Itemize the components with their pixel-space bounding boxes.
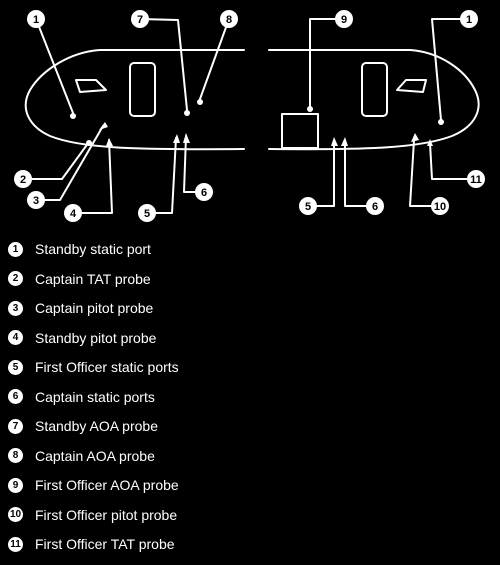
first-officer-aoa-probe-marker: [307, 106, 313, 112]
svg-text:11: 11: [470, 174, 482, 186]
svg-text:1: 1: [466, 14, 472, 26]
captain-aoa-probe-marker: [197, 99, 203, 105]
legend-number-badge: 8: [8, 448, 23, 463]
legend-item: 7 Standby AOA probe: [8, 415, 158, 437]
leader-line-7: [139, 18, 188, 111]
callout-3: 3: [27, 191, 45, 209]
legend-label: Captain pitot probe: [35, 300, 154, 316]
legend-number-badge: 7: [8, 418, 23, 434]
right-fuselage-outline: [268, 49, 480, 151]
legend-number-badge: 5: [8, 359, 23, 375]
legend-label: Captain static ports: [35, 388, 155, 405]
leader-line-9: [309, 18, 345, 109]
left-cockpit-window: [75, 79, 107, 93]
svg-text:5: 5: [305, 201, 311, 213]
legend-label: Standby pitot probe: [35, 329, 157, 346]
first-officer-static-port-marker-left: [173, 134, 180, 143]
legend-number-badge: 11: [8, 536, 23, 552]
legend-item: 3 Captain pitot probe: [8, 297, 153, 319]
legend-number-badge: 4: [8, 330, 23, 345]
legend-number-badge: 10: [8, 507, 23, 522]
callout-5-right: 5: [299, 197, 317, 215]
legend-number-badge: 1: [8, 241, 23, 257]
right-cabin-door: [361, 62, 388, 117]
legend-label: Standby AOA probe: [35, 418, 158, 434]
first-officer-static-port-marker-right: [331, 137, 338, 146]
svg-text:4: 4: [70, 208, 77, 220]
leader-line-4: [72, 139, 113, 214]
legend-item: 6 Captain static ports: [8, 386, 155, 408]
callout-8: 8: [220, 10, 238, 28]
left-cabin-door: [129, 62, 156, 117]
callout-1-left: 1: [27, 10, 45, 28]
leader-line-6-right: [344, 140, 376, 207]
leader-line-11: [429, 142, 477, 180]
legend-label: First Officer static ports: [35, 359, 179, 375]
svg-text:6: 6: [201, 187, 207, 199]
leader-line-8: [199, 18, 230, 100]
legend-item: 1 Standby static port: [8, 238, 151, 260]
legend-number-badge: 3: [8, 300, 23, 316]
leader-line-1-left: [35, 18, 74, 114]
svg-text:1: 1: [33, 14, 39, 26]
svg-text:9: 9: [341, 14, 347, 26]
legend-label: First Officer pitot probe: [35, 506, 178, 523]
callout-1-right: 1: [460, 10, 478, 28]
svg-text:2: 2: [20, 174, 26, 186]
legend-number-badge: 6: [8, 389, 23, 404]
aircraft-probe-diagram: 1 7 8 2 3 4 5 6 9 1 11 5: [14, 10, 485, 222]
callout-5-left: 5: [138, 204, 156, 222]
legend-number-badge: 9: [8, 477, 23, 493]
legend-label: Captain TAT probe: [35, 270, 151, 287]
right-cockpit-window: [396, 79, 427, 93]
legend-label: Captain AOA probe: [35, 447, 155, 464]
legend-label: First Officer TAT probe: [35, 536, 175, 552]
first-officer-pitot-probe-marker: [411, 133, 419, 142]
callout-11: 11: [467, 170, 485, 188]
leader-line-3: [35, 125, 104, 201]
svg-text:10: 10: [434, 201, 446, 213]
legend-item: 9 First Officer AOA probe: [8, 474, 179, 496]
standby-pitot-probe-marker: [106, 138, 113, 146]
svg-text:7: 7: [137, 14, 143, 26]
callout-6-right: 6: [366, 197, 384, 215]
legend-label: Standby static port: [35, 241, 151, 257]
captain-pitot-probe-marker: [99, 122, 108, 130]
legend-item: 4 Standby pitot probe: [8, 327, 156, 349]
legend-item: 2 Captain TAT probe: [8, 268, 151, 290]
svg-text:3: 3: [33, 195, 39, 207]
standby-aoa-probe-marker: [184, 110, 190, 116]
legend-item: 5 First Officer static ports: [8, 356, 179, 378]
callout-6-left: 6: [195, 183, 213, 201]
callout-10: 10: [431, 197, 449, 215]
callout-2: 2: [14, 170, 32, 188]
captain-tat-probe-marker: [86, 140, 92, 146]
callout-4: 4: [64, 204, 82, 222]
leader-line-1-right: [431, 18, 470, 121]
legend-item: 11 First Officer TAT probe: [8, 533, 175, 555]
leader-line-10: [409, 139, 441, 207]
standby-static-port-marker-left: [70, 113, 76, 119]
leader-line-5-right: [307, 140, 335, 207]
legend-label: First Officer AOA probe: [35, 477, 179, 493]
svg-text:5: 5: [144, 208, 150, 220]
captain-static-port-marker-right: [341, 137, 348, 146]
callout-7: 7: [131, 10, 149, 28]
leader-line-2: [22, 141, 90, 180]
legend-number-badge: 2: [8, 271, 23, 286]
svg-text:8: 8: [226, 14, 232, 26]
svg-text:6: 6: [372, 201, 378, 213]
standby-static-port-marker-right: [438, 119, 444, 125]
right-cargo-door: [281, 113, 319, 149]
legend-item: 10 First Officer pitot probe: [8, 504, 177, 526]
left-fuselage-outline: [24, 49, 245, 151]
callout-9: 9: [335, 10, 353, 28]
legend-item: 8 Captain AOA probe: [8, 445, 155, 467]
first-officer-tat-probe-marker: [427, 139, 433, 146]
captain-static-port-marker-left: [183, 133, 190, 143]
